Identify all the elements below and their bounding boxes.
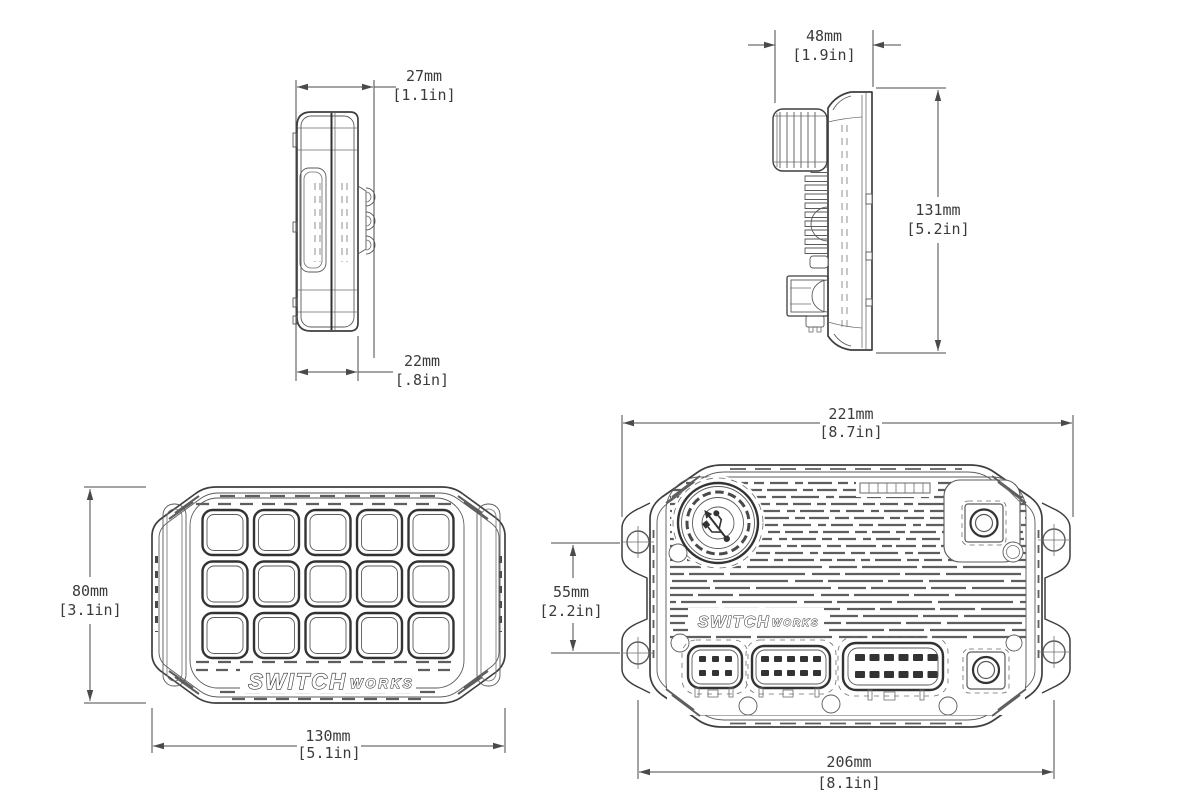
round-port — [962, 648, 1010, 694]
mounting-holes — [622, 524, 1070, 669]
dim-text-mm: 80mm — [72, 582, 108, 600]
connector-pin — [712, 670, 719, 676]
keypad-side-view — [292, 111, 376, 332]
power-connector-side — [786, 275, 829, 333]
connector-pin — [800, 656, 808, 662]
keypad-side-seams — [298, 113, 358, 330]
connector-pin — [869, 671, 880, 678]
dim-text-mm: 48mm — [806, 27, 842, 45]
dim-text-in: [1.9in] — [792, 46, 855, 64]
connector-pin — [927, 654, 938, 661]
connector-pin — [913, 654, 923, 661]
dim-keypad-width: 27mm [1.1in] — [295, 67, 456, 381]
connector-pin — [855, 654, 865, 661]
dim-keypad-height: 80mm [3.1in] — [58, 486, 146, 704]
dim-text-mm: 131mm — [915, 201, 960, 219]
connector-pin — [774, 670, 782, 676]
connector-pin — [761, 670, 769, 676]
dim-keypad-length: 130mm [5.1in] — [151, 708, 506, 762]
connector-pin — [699, 656, 706, 662]
brand-logo-switch: SWITCH — [248, 669, 347, 694]
controller-front-view: SWITCH WORKS — [621, 464, 1071, 728]
dim-text-in: [8.1in] — [817, 774, 880, 792]
connector-pin — [787, 670, 795, 676]
connector-pin — [787, 656, 795, 662]
dim-text-mm: 221mm — [828, 405, 873, 423]
dim-keypad-depth: 22mm [.8in] — [297, 336, 449, 389]
vent-ladder-detail — [859, 482, 931, 494]
connector-pin — [855, 671, 865, 678]
keypad-side-connector — [357, 185, 376, 255]
keypad-front-view: SWITCH WORKS — [151, 486, 506, 704]
keypad-side-grips — [162, 503, 501, 687]
rotary-knob-side — [772, 108, 828, 172]
dim-text-in: [5.2in] — [906, 220, 969, 238]
dim-text-in: [1.1in] — [392, 86, 455, 104]
usb-knob — [672, 477, 764, 569]
dim-text-in: [5.1in] — [297, 744, 360, 762]
dim-text-in: [8.7in] — [819, 423, 882, 441]
connector-10pin — [745, 639, 837, 698]
brand-logo-switch: SWITCH — [698, 614, 770, 631]
controller-logo: SWITCH WORKS — [688, 608, 824, 632]
dim-text-mm: 55mm — [553, 583, 589, 601]
dim-controller-length: 206mm [8.1in] — [637, 700, 1055, 792]
dim-text-mm: 206mm — [826, 753, 871, 771]
connector-pin — [774, 656, 782, 662]
connector-pin — [927, 671, 938, 678]
connector-pin — [712, 656, 719, 662]
controller-edge-dashes — [652, 468, 1040, 725]
screw-bosses — [668, 543, 1023, 716]
dim-text-mm: 27mm — [406, 67, 442, 85]
controller-side-view — [772, 91, 873, 351]
connector-6pin — [681, 639, 749, 698]
connector-pin — [869, 654, 880, 661]
controller-side-face-notches — [865, 193, 873, 307]
connector-pin — [725, 656, 732, 662]
connector-pin — [884, 654, 894, 661]
connector-pin — [813, 670, 821, 676]
connector-pin — [898, 654, 909, 661]
dim-text-mm: 130mm — [305, 727, 350, 745]
usb-icon — [701, 510, 730, 542]
connector-pin — [884, 671, 894, 678]
keypad-side-hidden-lines — [314, 183, 348, 262]
dim-text-in: [.8in] — [395, 371, 449, 389]
connector-pin — [898, 671, 909, 678]
dim-text-in: [3.1in] — [58, 601, 121, 619]
keypad-logo: SWITCH WORKS — [240, 666, 416, 695]
dim-mount-hole-spacing: 55mm [2.2in] — [539, 542, 620, 654]
dim-controller-height: 131mm [5.2in] — [876, 87, 970, 354]
dim-text-mm: 22mm — [404, 352, 440, 370]
dim-controller-width: 221mm [8.7in] — [621, 405, 1074, 517]
aux-connector-panel — [943, 479, 1024, 563]
connector-pin — [800, 670, 808, 676]
keypad-side-mount-tabs — [292, 132, 298, 325]
connector-pin — [699, 670, 706, 676]
connector-pin — [761, 656, 769, 662]
brand-logo-works: WORKS — [350, 676, 414, 691]
dim-controller-depth: 48mm [1.9in] — [748, 27, 901, 103]
connector-12pin — [837, 636, 949, 701]
connector-pin — [725, 670, 732, 676]
brand-logo-works: WORKS — [772, 618, 819, 629]
dim-text-in: [2.2in] — [539, 602, 602, 620]
connector-pin — [913, 671, 923, 678]
connector-pin — [813, 656, 821, 662]
heatsink-fins — [804, 157, 828, 254]
keypad-side-grip — [299, 167, 327, 273]
